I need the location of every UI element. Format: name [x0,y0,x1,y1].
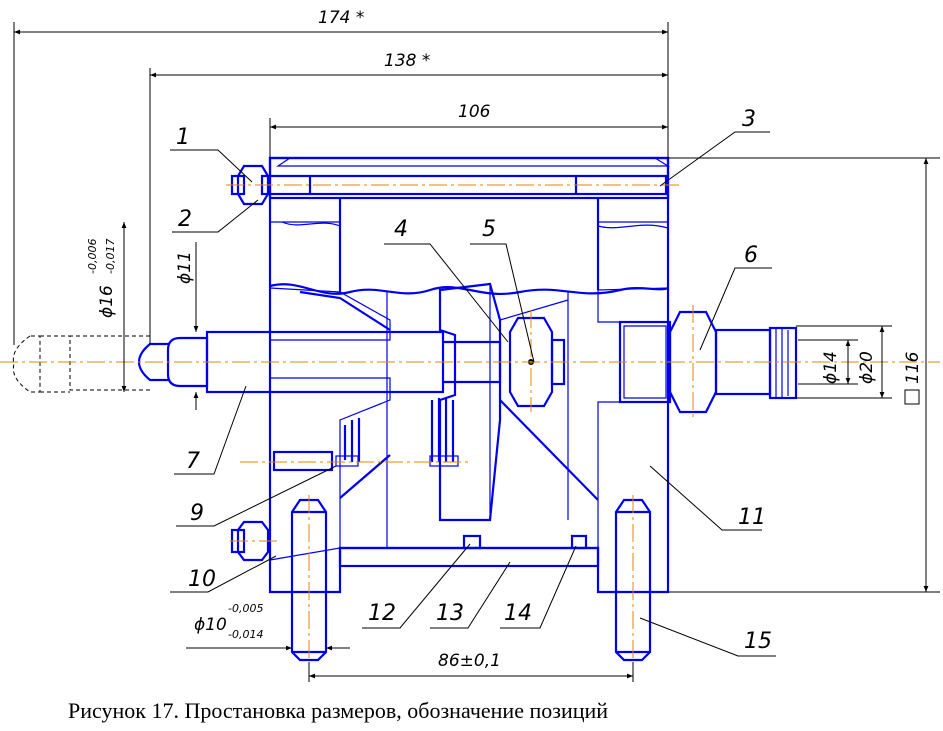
dimension-dia-14: ϕ14 [798,339,858,385]
dim-dia-11-label: ϕ11 [175,251,195,284]
figure-caption: Рисунок 17. Простановка размеров, обозна… [68,698,609,723]
dim-dia-16-upper: -0,006 [86,239,99,274]
dim-106-label: 106 [458,102,491,122]
dim-dia-16-label: ϕ16 [97,285,117,318]
pos-6: 3 [742,107,756,132]
dimension-dia-11: ϕ11 [175,242,199,410]
spring-stack [335,398,459,467]
pos-3: 10 [188,567,216,592]
pos-11: 14 [504,601,532,626]
dimension-106: 106 [269,102,668,158]
pos-14: 15 [744,629,772,654]
pos-7: 9 [190,501,204,526]
pos-12: 4 [394,217,408,242]
dim-174-label: 174 * [318,8,364,28]
pos-2: 12 [368,601,396,626]
pos-10: 1 [176,125,190,150]
pos-4: 7 [186,449,200,474]
dim-dia-10-label: ϕ10 [194,615,227,635]
bottom-plate [338,534,600,568]
dim-dia-20-label: ϕ20 [857,351,877,384]
pos-13: 2 [178,207,192,232]
dimension-86: 86±0,1 [308,651,634,682]
piston [438,282,599,522]
dim-dia-16-lower: -0,017 [104,239,117,274]
dimension-dia-16: ϕ16 -0,006 -0,017 [86,222,127,392]
dim-116-label: 116 [903,351,923,384]
dim-86-label: 86±0,1 [438,651,501,671]
dimension-138: 138 * [149,51,668,345]
dimension-174: 174 * [13,8,669,345]
pos-9: 5 [482,217,496,242]
center-lines [0,184,940,670]
pos-15: 6 [744,243,758,268]
pos-5: 13 [436,601,464,626]
housing-body [268,156,671,594]
dimension-dia-10: ϕ10 -0,005 -0,014 [186,602,350,651]
position-leaders: 1 2 3 4 5 6 7 9 10 11 12 13 14 [170,107,776,657]
pos-1: 11 [738,505,766,530]
dim-dia-14-label: ϕ14 [821,351,841,384]
dim-138-label: 138 * [384,51,430,71]
dim-dia-10-upper: -0,005 [228,602,263,615]
dim-dia-10-lower: -0,014 [228,628,263,641]
dimension-116: 11 6 [668,157,940,593]
dimension-dia-20: ϕ20 [796,325,892,399]
